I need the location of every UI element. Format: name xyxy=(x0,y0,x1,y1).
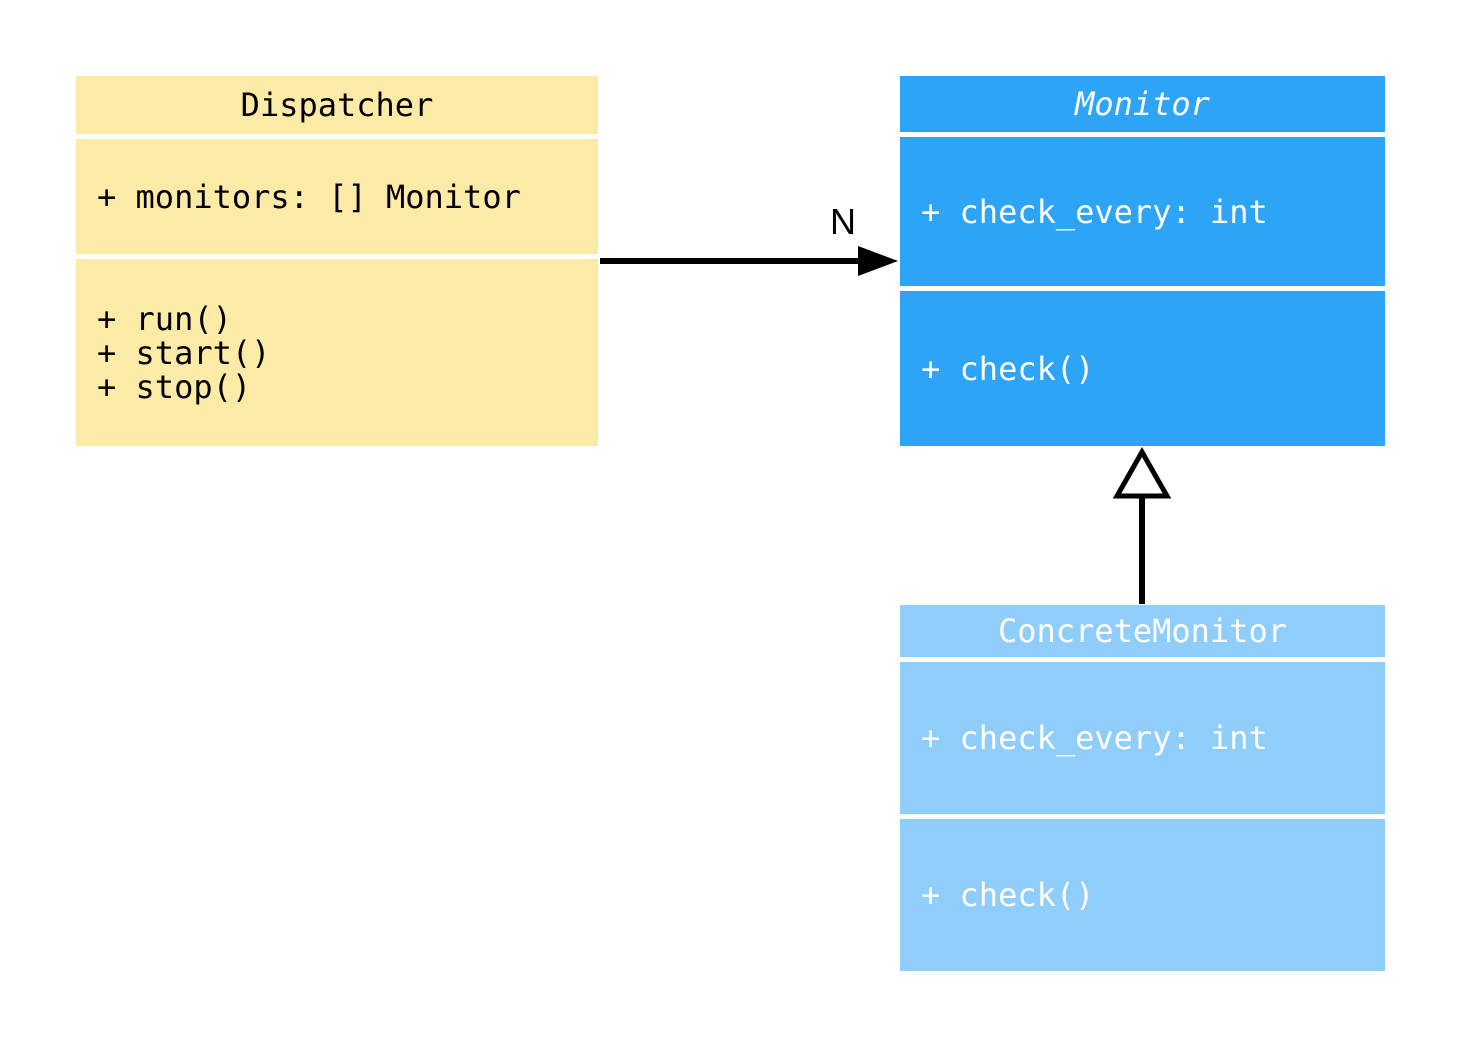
method-run: + run() xyxy=(97,299,232,338)
association-multiplicity-label: N xyxy=(830,201,856,242)
class-attributes-dispatcher: + monitors: [] Monitor xyxy=(76,139,598,254)
attribute-check-every: + check_every: int xyxy=(921,192,1268,231)
inheritance-triangle-icon xyxy=(1112,446,1172,499)
class-box-dispatcher: Dispatcher + monitors: [] Monitor + run(… xyxy=(76,76,598,446)
attribute-monitors: + monitors: [] Monitor xyxy=(97,177,521,216)
method-start: + start() xyxy=(97,333,271,372)
class-attributes-concrete-monitor: + check_every: int xyxy=(900,662,1385,814)
method-check: + check() xyxy=(921,349,1095,388)
class-methods-concrete-monitor: + check() xyxy=(900,819,1385,971)
class-attributes-monitor: + check_every: int xyxy=(900,137,1385,286)
attribute-check-every: + check_every: int xyxy=(921,719,1268,757)
class-box-concrete-monitor: ConcreteMonitor + check_every: int + che… xyxy=(900,605,1385,971)
class-box-monitor: Monitor + check_every: int + check() xyxy=(900,76,1385,446)
class-methods-monitor: + check() xyxy=(900,291,1385,446)
method-stop: + stop() xyxy=(97,367,252,406)
association-arrowhead-icon xyxy=(858,246,898,276)
method-check: + check() xyxy=(921,876,1095,914)
class-title-concrete-monitor: ConcreteMonitor xyxy=(900,605,1385,657)
class-title-monitor: Monitor xyxy=(900,76,1385,132)
class-title-dispatcher: Dispatcher xyxy=(76,76,598,134)
class-methods-dispatcher: + run() + start() + stop() xyxy=(76,259,598,446)
